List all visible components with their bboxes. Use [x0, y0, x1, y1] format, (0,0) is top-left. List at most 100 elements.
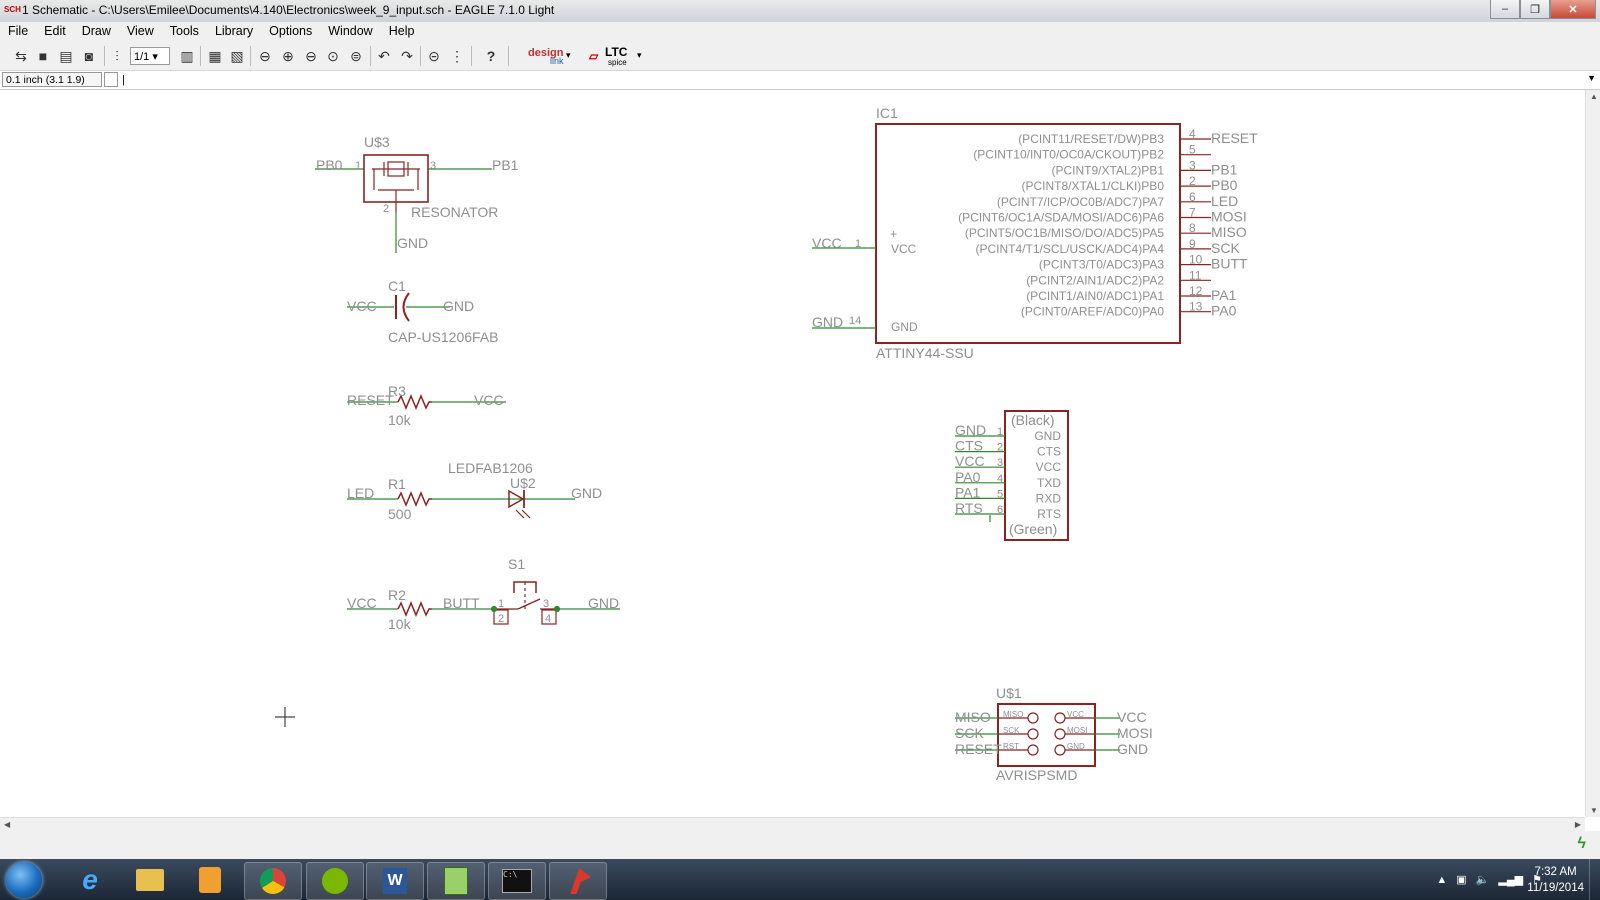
ic1-plus-mark: + [890, 227, 897, 241]
script-icon[interactable]: ▦ [208, 47, 222, 64]
close-button[interactable]: ✕ [1550, 0, 1596, 19]
r1-net-left: LED [347, 485, 374, 501]
ic1-pin-number-5: 5 [1189, 143, 1196, 157]
avrisp-header-u1[interactable] [955, 703, 1120, 767]
cam-icon[interactable]: ◙ [84, 48, 94, 64]
internet-explorer-icon[interactable]: e [62, 862, 118, 898]
tray-expand-icon[interactable]: ▲ [1436, 873, 1448, 886]
zoom-in-icon[interactable]: ⊕ [282, 47, 294, 64]
scroll-right-icon[interactable]: ▶ [1574, 820, 1581, 829]
resonator-u3[interactable] [315, 154, 492, 253]
c1-name: C1 [388, 278, 406, 294]
button-circuit-r2-s1[interactable] [347, 581, 620, 625]
network-icon[interactable]: ⚑ [1532, 874, 1542, 886]
help-icon[interactable]: ? [486, 48, 496, 64]
chevron-down-icon: ▾ [566, 50, 571, 60]
ic1-pin-function-12: (PCINT1/AIN0/ADC1)PA1 [1026, 289, 1164, 303]
file-explorer-icon[interactable] [122, 862, 178, 898]
tray-app-icon[interactable]: ▣ [1456, 874, 1467, 886]
junction-dot [553, 605, 561, 613]
menu-options[interactable]: Options [269, 24, 313, 38]
avrisp-right-pin-0: VCC [1067, 710, 1084, 719]
schematic-canvas[interactable]: U$3 PB0 1 3 2 PB1 RESONATOR GND C1 VCC G… [0, 90, 1585, 817]
ulp-icon[interactable]: ▧ [230, 47, 244, 64]
folder-glyph [136, 869, 164, 891]
vertical-scrollbar[interactable]: ▲ ▼ [1585, 90, 1600, 817]
maximize-button[interactable]: ❐ [1520, 0, 1550, 19]
ic1-pin-number-10: 10 [1189, 253, 1203, 267]
start-button[interactable] [6, 862, 42, 898]
menu-edit[interactable]: Edit [44, 24, 66, 38]
menu-window[interactable]: Window [328, 24, 373, 38]
stop-icon[interactable]: ⊝ [428, 47, 440, 64]
volume-muted-icon[interactable]: 🔈 [1475, 874, 1490, 886]
eagle-schematic-icon: SCH [4, 5, 21, 14]
library-icon[interactable]: ▥ [180, 47, 194, 64]
r3-value: 10k [388, 412, 412, 428]
save-icon[interactable]: ■ [38, 48, 48, 64]
horizontal-scrollbar[interactable]: ◀ ▶ [0, 817, 1585, 832]
ic1-value: ATTINY44-SSU [876, 345, 974, 361]
switch-pin-box-4 [541, 609, 557, 625]
chevron-down-icon[interactable]: ▼ [1587, 73, 1596, 83]
avrisp-pad [1027, 744, 1039, 756]
led-circuit-r1-u2[interactable] [347, 489, 575, 519]
ic1-pin-function-2: (PCINT8/XTAL1/CLKI)PB0 [1022, 179, 1165, 193]
ic1-left-net-gnd: GND [812, 314, 843, 330]
zoom-out-icon[interactable]: ⊖ [305, 47, 317, 64]
scroll-down-icon[interactable]: ▼ [1590, 806, 1598, 815]
menu-library[interactable]: Library [214, 24, 254, 38]
print-icon[interactable]: ▤ [59, 47, 73, 64]
menu-help[interactable]: Help [388, 24, 415, 38]
show-desktop-button[interactable] [1589, 859, 1600, 900]
menu-bar: File Edit Draw View Tools Library Option… [0, 22, 1600, 42]
eagle-icon[interactable] [549, 862, 607, 900]
chevron-down-icon: ▾ [637, 50, 642, 60]
signal-icon[interactable]: ▂▄▆ [1498, 874, 1524, 886]
board-switch-icon[interactable]: ⫶ [115, 47, 119, 64]
zoom-redraw-icon[interactable]: ⊙ [327, 47, 339, 64]
scroll-left-icon[interactable]: ◀ [4, 820, 11, 829]
command-input[interactable] [120, 72, 1584, 87]
word-icon[interactable]: W [366, 862, 424, 900]
menu-draw[interactable]: Draw [81, 24, 111, 38]
ic1-attiny44[interactable] [812, 123, 1211, 344]
lightning-bolt-icon[interactable]: ϟ [1577, 835, 1586, 852]
toolbar-separator [250, 46, 251, 66]
chrome-icon[interactable] [244, 862, 302, 900]
command-history-box[interactable] [104, 72, 118, 87]
design-link-button[interactable]: design link ▾ [516, 47, 576, 67]
capacitor-c1[interactable] [347, 292, 450, 322]
scroll-up-icon[interactable]: ▲ [1590, 92, 1598, 101]
ltc-label: LTC [605, 45, 628, 59]
u3-name: U$3 [364, 134, 390, 150]
menu-file[interactable]: File [8, 24, 29, 38]
zoom-select-icon[interactable]: ⊜ [350, 47, 362, 64]
resistor-r3[interactable] [347, 394, 506, 410]
ltspice-button[interactable]: ▱ LTC spice ▾ [589, 45, 649, 67]
schematic-drawing[interactable]: U$3 PB0 1 3 2 PB1 RESONATOR GND C1 VCC G… [0, 90, 1585, 817]
ftdi-header[interactable] [955, 410, 1069, 541]
command-prompt-icon[interactable]: C:\ [488, 862, 546, 900]
switch-lever [517, 598, 541, 610]
sheet-select[interactable]: 1/1 ▾ [130, 47, 170, 65]
ic1-pin-number-4: 4 [1189, 127, 1196, 141]
ic1-pin-net-7: MOSI [1211, 209, 1247, 225]
taskbar-clock[interactable]: 7:32 AM 11/19/2014 [1527, 864, 1584, 896]
go-icon[interactable]: ⋮ [450, 47, 464, 64]
spotify-icon[interactable] [306, 862, 364, 900]
media-player-icon[interactable] [182, 862, 238, 898]
u3-pin2: 2 [383, 203, 389, 215]
ic1-pin-function-3: (PCINT9/XTAL2)PB1 [1052, 163, 1165, 177]
open-icon[interactable]: ⇆ [15, 47, 27, 64]
zoom-fit-icon[interactable]: ⊖ [259, 47, 271, 64]
redo-icon[interactable]: ↷ [401, 47, 413, 64]
toolbar-separator [471, 46, 472, 66]
minimize-button[interactable]: – [1490, 0, 1520, 19]
menu-tools[interactable]: Tools [169, 24, 199, 38]
notepad-plus-icon[interactable] [427, 862, 485, 900]
menu-view[interactable]: View [126, 24, 154, 38]
undo-icon[interactable]: ↶ [378, 47, 390, 64]
